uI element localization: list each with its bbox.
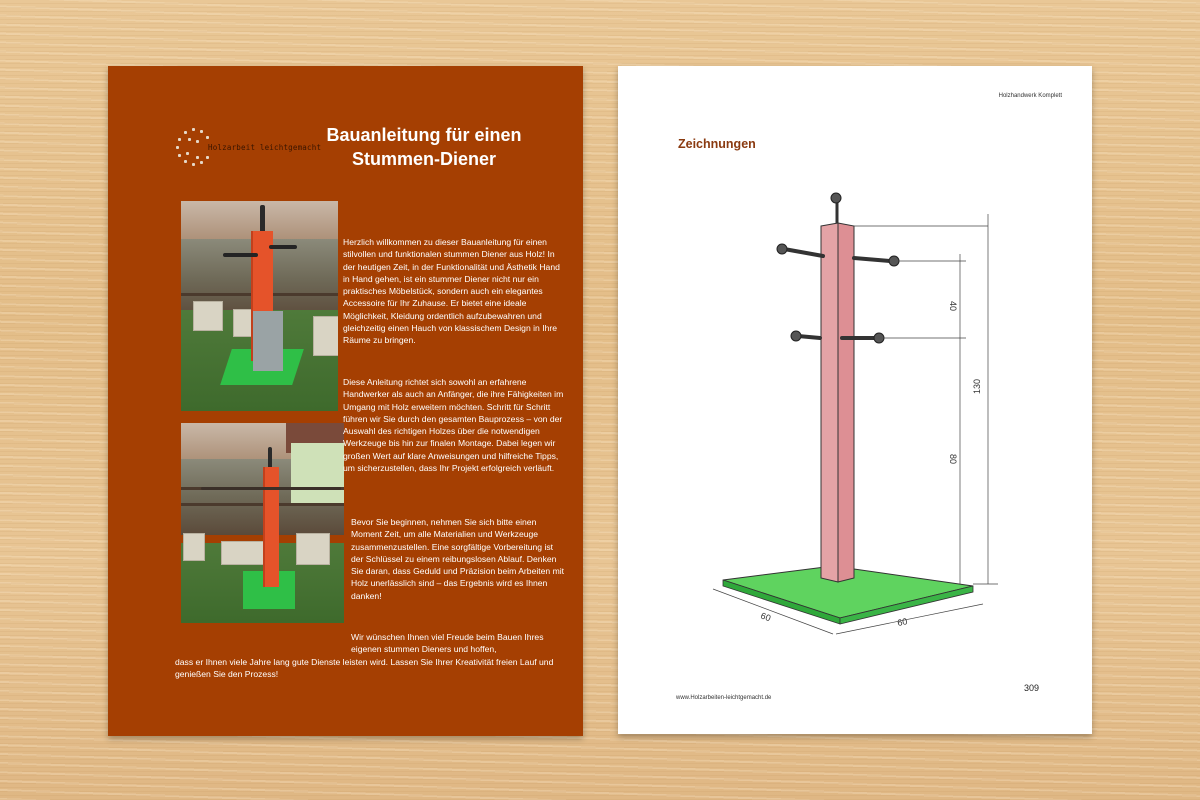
closing-paragraph: Wir wünschen Ihnen viel Freude beim Baue… <box>108 631 583 680</box>
footer-url: www.Holzarbeiten-leichtgemacht.de <box>676 695 772 701</box>
page-title: Bauanleitung für einen Stummen-Diener <box>304 123 544 171</box>
page-number: 309 <box>1024 683 1040 693</box>
intro-paragraph: Herzlich willkommen zu dieser Bauanleitu… <box>343 237 560 346</box>
left-page: Holzarbeit leichtgemacht Bauanleitung fü… <box>108 66 583 736</box>
right-page: Holzhandwerk Komplett Zeichnungen <box>618 66 1092 734</box>
photo-stummer-diener-garden <box>181 423 344 623</box>
closing-line-2: dass er Ihnen viele Jahre lang gute Dien… <box>175 656 554 679</box>
audience-paragraph: Diese Anleitung richtet sich sowohl an e… <box>343 377 564 474</box>
running-head: Holzhandwerk Komplett <box>998 93 1062 99</box>
closing-line-1: Wir wünschen Ihnen viel Freude beim Baue… <box>351 632 544 655</box>
title-line-1: Bauanleitung für einen <box>326 125 522 145</box>
dim-60-width: 60 <box>896 616 908 628</box>
title-line-2: Stummen-Diener <box>351 149 497 169</box>
stummer-diener-drawing: 40 80 130 60 60 <box>712 192 998 635</box>
section-title: Zeichnungen <box>678 137 756 151</box>
logo-text: Holzarbeit leichtgemacht <box>208 143 322 152</box>
dim-40: 40 <box>948 301 958 311</box>
preparation-paragraph: Bevor Sie beginnen, nehmen Sie sich bitt… <box>351 517 565 601</box>
logo-icon <box>174 126 214 166</box>
dim-130: 130 <box>972 379 982 394</box>
photo-stummer-diener-with-hangers <box>181 201 338 411</box>
dim-80: 80 <box>948 454 958 464</box>
dim-60-depth: 60 <box>759 610 772 623</box>
